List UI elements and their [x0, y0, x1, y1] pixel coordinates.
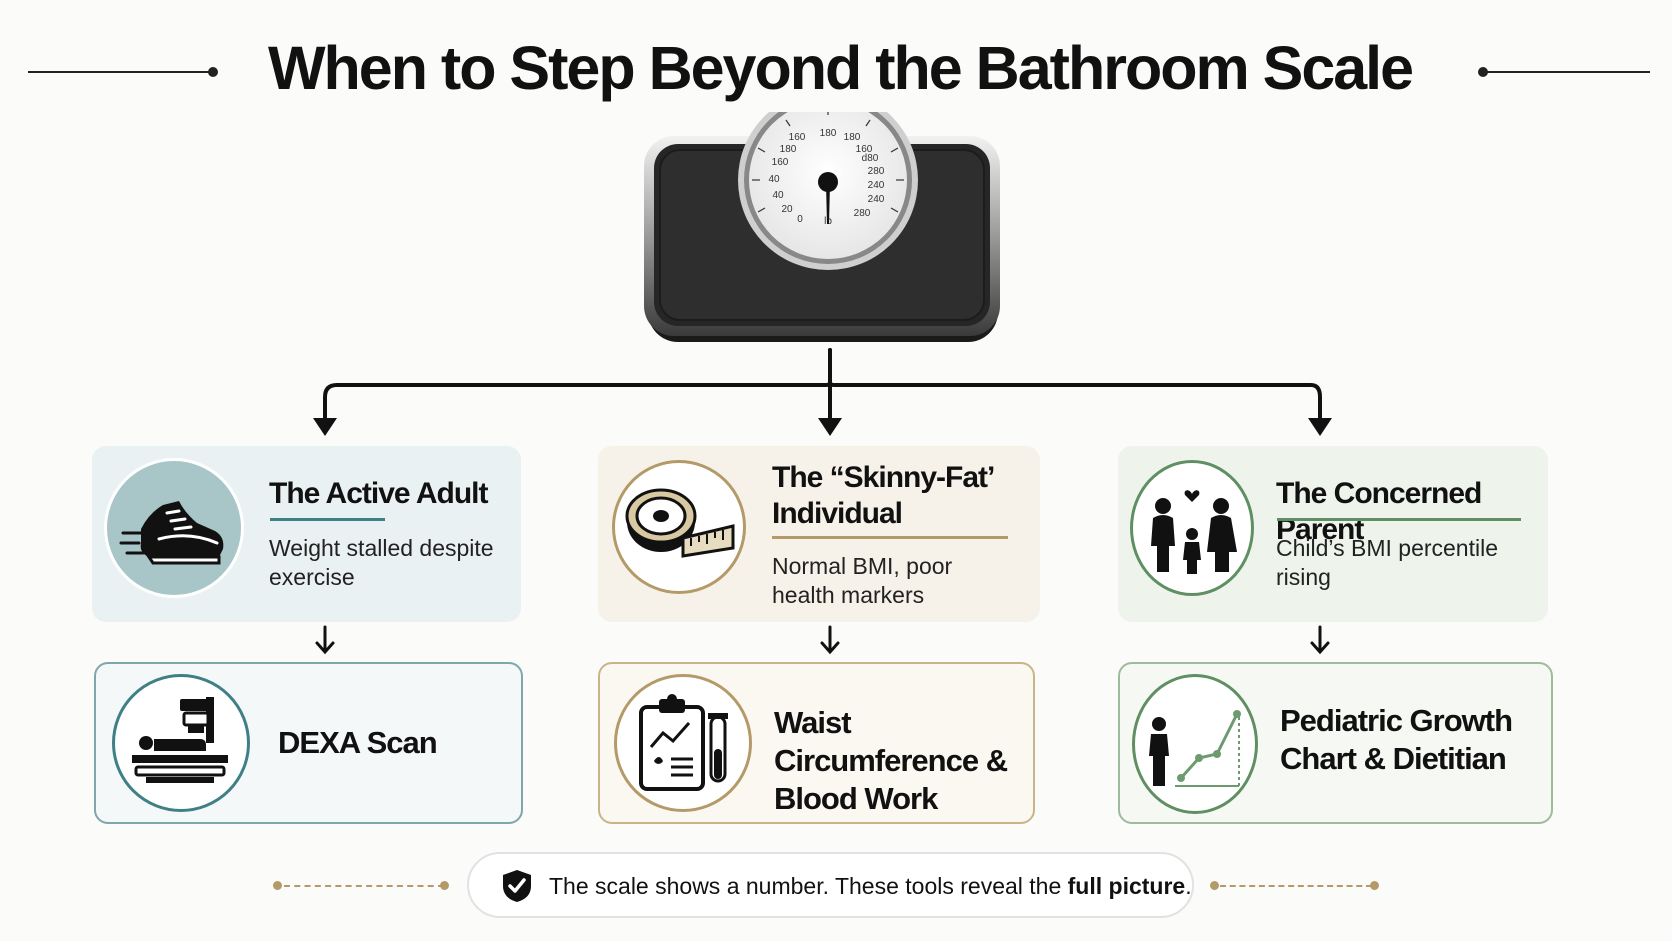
- profile-title: The “Skinny-Fat’ Individual: [772, 461, 994, 530]
- page-title: When to Step Beyond the Bathroom Scale: [267, 34, 1414, 102]
- profile-title-rule: [270, 518, 385, 521]
- tool-card-waist-blood-work: Waist Circumference & Blood Work: [598, 662, 1035, 824]
- bathroom-scale-icon: 180 160 180 160 40 40 20 0 180 160 d80 2…: [644, 112, 1000, 342]
- dial-tick-top: 180: [820, 128, 837, 139]
- footer-dash-left-end-dot: [440, 881, 449, 890]
- profile-icon-circle: [612, 460, 746, 594]
- profile-icon-circle: [1130, 460, 1254, 596]
- tool-title: DEXA Scan: [278, 725, 438, 760]
- dial-tick-r4: 280: [868, 166, 885, 177]
- dial-tick-r5: 240: [868, 180, 885, 191]
- tool-card-dexa-scan: DEXA Scan: [94, 662, 523, 824]
- footer-text-bold: full picture: [1067, 873, 1186, 899]
- dial-tick-l2: 180: [780, 144, 797, 155]
- profile-card-active-adult: The Active Adult Weight stalled despite …: [92, 446, 521, 622]
- tool-icon-circle: [1132, 674, 1258, 814]
- dial-tick-r3: d80: [862, 153, 879, 164]
- dial-tick-l1: 160: [789, 132, 806, 143]
- dial-tick-r2: 160: [856, 144, 873, 155]
- dial-tick-r6: 240: [868, 194, 885, 205]
- tool-title: Waist Circumference & Blood Work: [774, 705, 1008, 816]
- footer-dash-right-dot: [1370, 881, 1379, 890]
- shield-check-icon: [503, 870, 531, 902]
- growth-chart-icon: [1149, 710, 1241, 787]
- title-rule-right-dot: [1478, 67, 1488, 77]
- dial-tick-l5: 40: [772, 190, 784, 201]
- dial-tick-l4: 40: [768, 174, 780, 185]
- profile-icon-circle: [104, 458, 244, 598]
- tape-measure-icon: [625, 488, 735, 558]
- profile-subtitle: Weight stalled despite exercise: [269, 535, 494, 590]
- tool-icon-circle: [112, 674, 250, 812]
- footer-text-main: The scale shows a number. These tools re…: [549, 873, 1068, 899]
- profile-title-rule: [1277, 518, 1521, 521]
- title-rule-left: [28, 71, 213, 73]
- footer-dash-right: [1220, 885, 1372, 887]
- dial-tick-r7: 280: [854, 208, 871, 219]
- clipboard-blood-test-icon: [639, 694, 728, 791]
- dial-tick-l7: 0: [797, 214, 803, 225]
- tool-title: Pediatric Growth Chart & Dietitian: [1280, 703, 1513, 776]
- footer-text-end: .: [1185, 873, 1192, 899]
- profile-subtitle: Normal BMI, poor health markers: [772, 553, 953, 608]
- footer-dash-right-start-dot: [1210, 881, 1219, 890]
- family-icon: [1151, 490, 1237, 574]
- dexa-scanner-icon: [132, 697, 228, 783]
- title-rule-right: [1485, 71, 1650, 73]
- footer-message: The scale shows a number. These tools re…: [467, 852, 1194, 918]
- footer-dash-left: [284, 885, 444, 887]
- title-rule-left-dot: [208, 67, 218, 77]
- running-shoe-icon: [119, 501, 224, 565]
- dial-tick-l3: 160: [772, 157, 789, 168]
- profile-card-skinny-fat: The “Skinny-Fat’ Individual Normal BMI, …: [598, 446, 1040, 622]
- profile-title: The Active Adult: [269, 477, 488, 510]
- profile-subtitle: Child’s BMI percentile rising: [1276, 535, 1499, 590]
- tool-icon-circle: [614, 674, 752, 812]
- footer-dash-left-dot: [273, 881, 282, 890]
- footer-text: The scale shows a number. These tools re…: [549, 871, 1192, 901]
- dial-tick-r1: 180: [844, 132, 861, 143]
- dial-tick-l6: 20: [781, 204, 793, 215]
- tool-card-pediatric-growth: Pediatric Growth Chart & Dietitian: [1118, 662, 1553, 824]
- profile-title-rule: [772, 536, 1008, 539]
- profile-card-concerned-parent: The Concerned Parent Child’s BMI percent…: [1118, 446, 1548, 622]
